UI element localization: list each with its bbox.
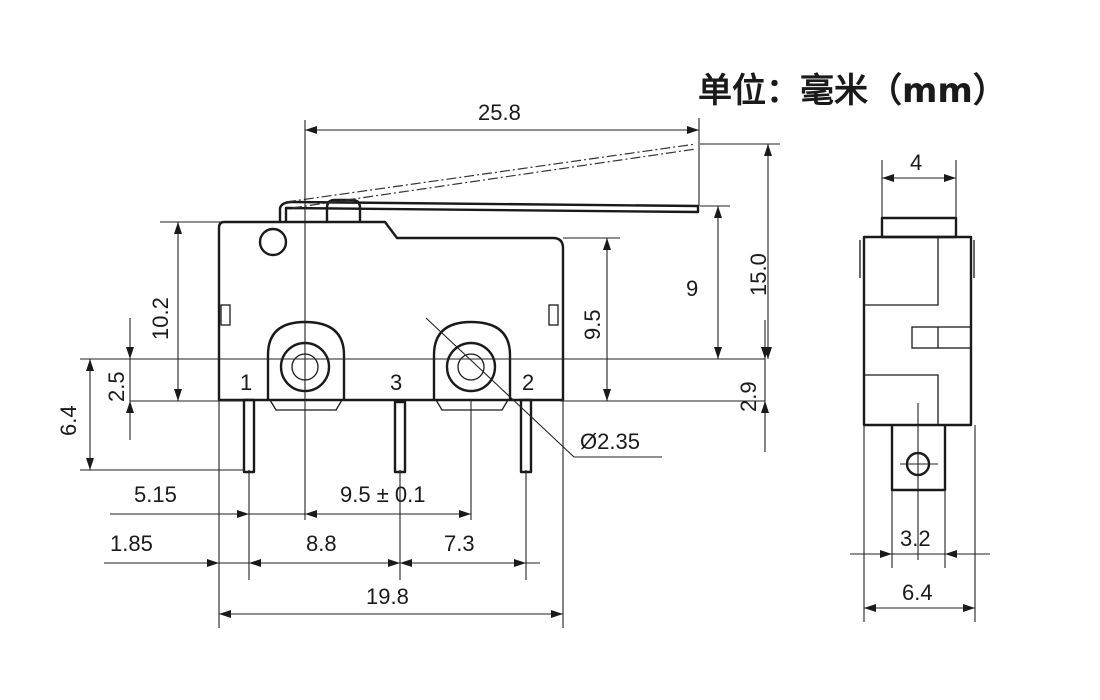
dim-lever-to-pin-line: 9 [686, 276, 698, 301]
dim-hole-pitch: 9.5 ± 0.1 [340, 482, 425, 507]
pin-label-2: 2 [522, 370, 534, 395]
right-slot [548, 304, 559, 326]
left-slot [220, 304, 231, 326]
front-view: 1 3 2 25.8 10.2 2.5 [56, 100, 780, 628]
dim-pin-below-line: 2.9 [736, 381, 761, 412]
dim-body-height: 10.2 [148, 297, 173, 340]
side-view: 4 3.2 6.4 [850, 150, 990, 622]
dim-body-width: 19.8 [366, 584, 409, 609]
pin-label-3: 3 [390, 370, 402, 395]
dim-pin3-to-pin2: 7.3 [444, 531, 475, 556]
unit-label: 单位：毫米（mm） [698, 71, 1007, 111]
dim-hole-diameter: Ø2.35 [580, 429, 640, 454]
side-top-cap [880, 216, 958, 239]
dim-pin1-to-pin3: 8.8 [306, 531, 337, 556]
dim-pin1-offset-a: 5.15 [134, 482, 177, 507]
dim-overall-height: 15.0 [746, 253, 771, 296]
mounting-hole-right [432, 320, 512, 400]
dim-side-terminal-width: 3.2 [900, 526, 931, 551]
mounting-hole-left [266, 320, 346, 400]
pin-1 [242, 398, 256, 474]
dim-pin-length: 6.4 [56, 405, 81, 436]
dim-side-width: 6.4 [902, 580, 933, 605]
pin-label-1: 1 [240, 370, 252, 395]
dim-side-top-width: 4 [910, 150, 922, 175]
actuator-button [325, 198, 362, 222]
pin-3 [393, 400, 407, 474]
dim-operating-level: 9.5 [580, 309, 605, 340]
side-body [862, 235, 973, 427]
dim-pin-offset: 2.5 [104, 371, 129, 402]
lever-actuated-dash [285, 143, 697, 203]
lever-pivot [258, 227, 288, 257]
pin-2 [519, 398, 533, 474]
switch-body [217, 220, 565, 402]
lever-arm [278, 200, 700, 222]
dim-pin1-offset-b: 1.85 [110, 531, 153, 556]
dim-lever-length: 25.8 [478, 100, 521, 125]
